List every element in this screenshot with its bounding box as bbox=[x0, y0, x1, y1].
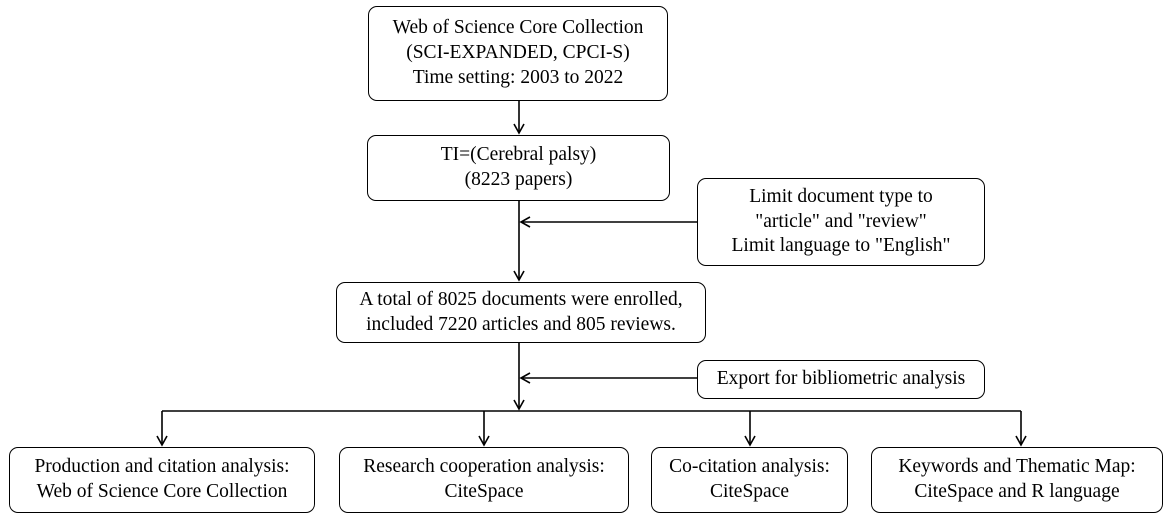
analysis-box-keywords-thematic-map: Keywords and Thematic Map: CiteSpace and… bbox=[871, 447, 1163, 513]
filter-criteria-box: Limit document type to "article" and "re… bbox=[697, 178, 985, 266]
analysis-box-co-citation: Co-citation analysis: CiteSpace bbox=[651, 447, 848, 513]
analysis-3-line-1: Co-citation analysis: bbox=[669, 456, 830, 478]
filter-line-2: "article" and "review" bbox=[755, 210, 927, 232]
analysis-2-line-1: Research cooperation analysis: bbox=[363, 456, 605, 478]
analysis-4-line-1: Keywords and Thematic Map: bbox=[898, 456, 1136, 478]
analysis-1-line-1: Production and citation analysis: bbox=[34, 456, 290, 478]
analysis-2-line-2: CiteSpace bbox=[444, 481, 524, 502]
filter-line-3: Limit language to "English" bbox=[731, 235, 951, 257]
analysis-1-line-2: Web of Science Core Collection bbox=[36, 481, 288, 502]
analysis-4-line-2: CiteSpace and R language bbox=[914, 481, 1120, 502]
query-line-2: (8223 papers) bbox=[464, 169, 573, 190]
enrolled-documents-box: A total of 8025 documents were enrolled,… bbox=[336, 282, 706, 343]
enrolled-line-1: A total of 8025 documents were enrolled, bbox=[359, 288, 683, 310]
filter-line-1: Limit document type to bbox=[749, 185, 933, 207]
source-database-box: Web of Science Core Collection (SCI-EXPA… bbox=[368, 6, 668, 101]
analysis-box-production-citation: Production and citation analysis: Web of… bbox=[9, 447, 315, 513]
enrolled-line-2: included 7220 articles and 805 reviews. bbox=[366, 313, 676, 335]
export-box: Export for bibliometric analysis bbox=[697, 360, 985, 399]
export-line-1: Export for bibliometric analysis bbox=[716, 368, 966, 390]
search-query-box: TI=(Cerebral palsy) (8223 papers) bbox=[367, 135, 670, 201]
source-line-3: Time setting: 2003 to 2022 bbox=[412, 66, 624, 88]
source-line-1: Web of Science Core Collection bbox=[392, 17, 644, 39]
source-line-2: (SCI-EXPANDED, CPCI-S) bbox=[406, 42, 630, 64]
analysis-box-research-cooperation: Research cooperation analysis: CiteSpace bbox=[339, 447, 629, 513]
analysis-3-line-2: CiteSpace bbox=[709, 481, 790, 502]
query-line-1: TI=(Cerebral palsy) bbox=[440, 144, 597, 166]
